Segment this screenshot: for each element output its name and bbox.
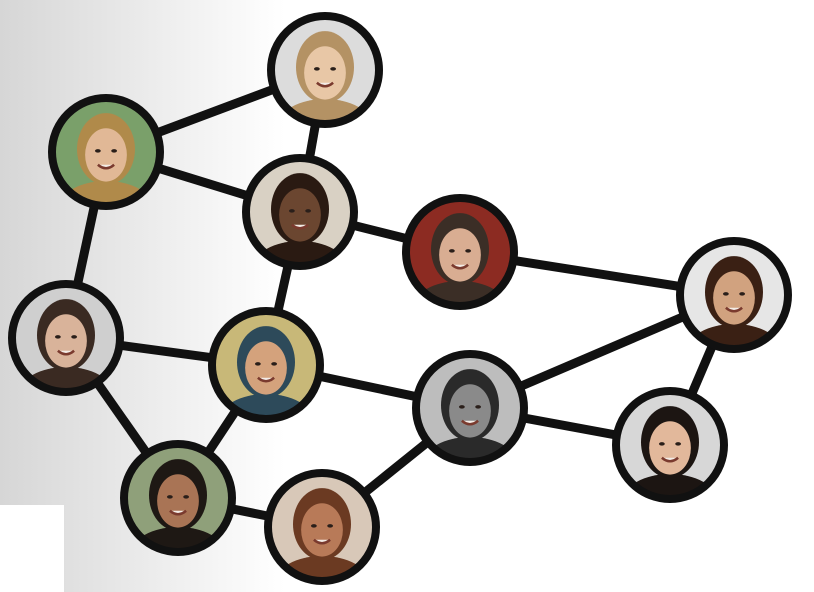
portrait-icon [681,242,787,348]
node-n7[interactable] [208,307,324,446]
portrait-icon [272,17,378,123]
node-n3[interactable] [242,154,358,293]
portrait-icon [269,474,375,580]
node-n8[interactable] [412,350,528,489]
node-n5[interactable] [676,237,792,376]
nodes-layer [8,12,792,592]
node-n2[interactable] [48,94,164,233]
portrait-icon [417,355,523,461]
node-ring [612,387,728,503]
node-ring [264,469,380,585]
node-ring [8,280,124,396]
node-ring [412,350,528,466]
node-ring [402,194,518,310]
portrait-icon [213,312,319,418]
portrait-icon [247,159,353,265]
background-white-corner [0,505,64,592]
node-ring [676,237,792,353]
node-ring [208,307,324,423]
node-n9[interactable] [612,387,728,526]
portrait-icon [617,392,723,498]
node-ring [242,154,358,270]
node-n1[interactable] [267,12,383,151]
node-n11[interactable] [264,469,380,592]
node-n4[interactable] [402,194,518,333]
portrait-icon [407,199,513,305]
node-n10[interactable] [120,440,236,579]
node-ring [48,94,164,210]
node-ring [120,440,236,556]
portrait-icon [125,445,231,551]
node-n6[interactable] [8,280,124,419]
node-ring [267,12,383,128]
portrait-icon [53,99,159,205]
portrait-icon [13,285,119,391]
